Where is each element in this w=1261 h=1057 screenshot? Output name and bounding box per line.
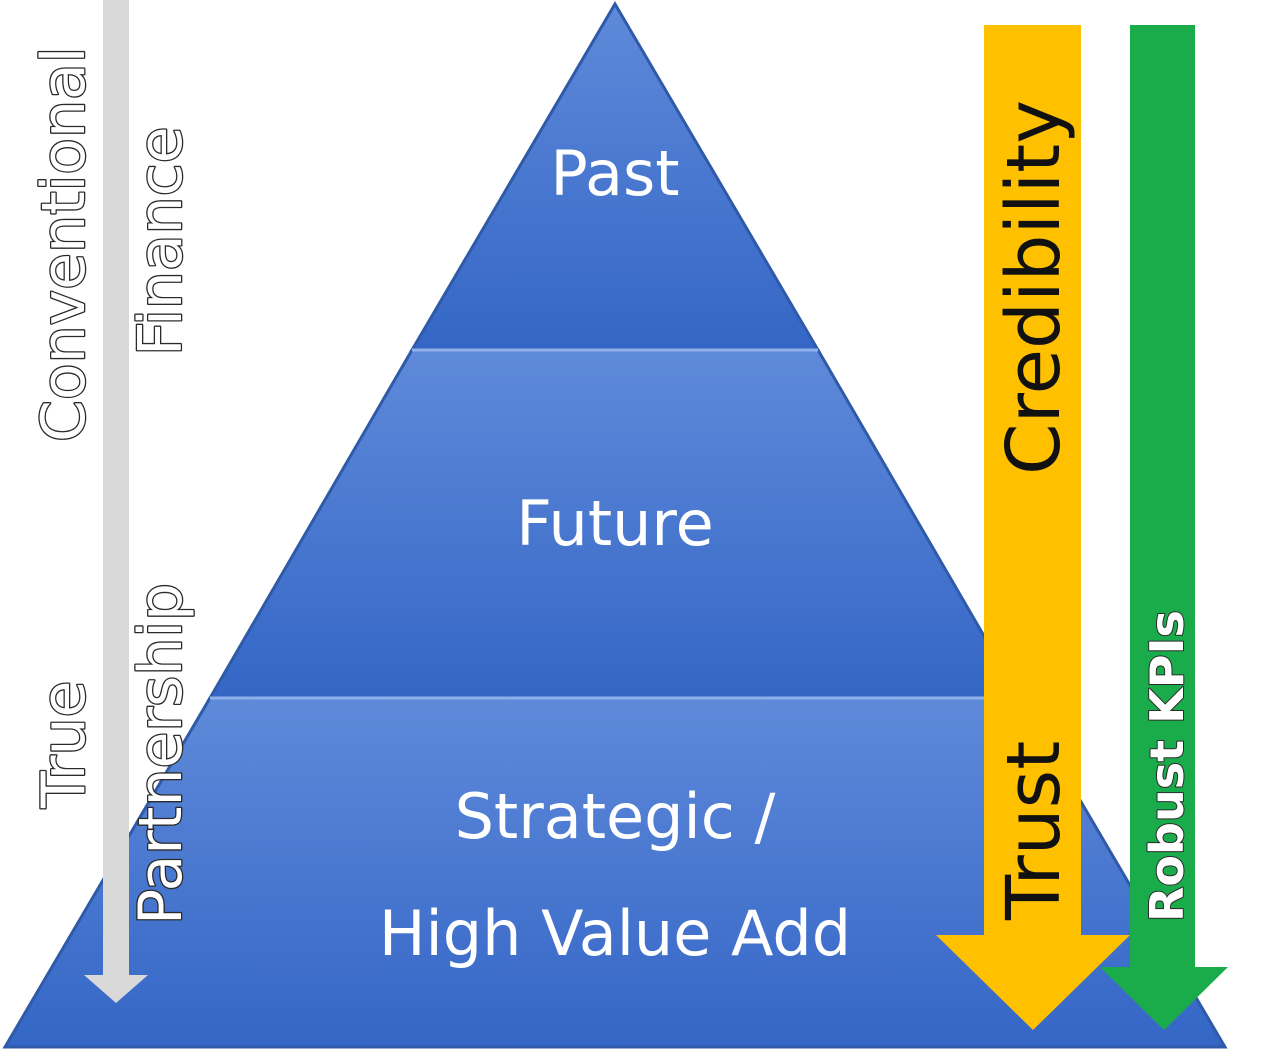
tier-label-past: Past [550,137,679,210]
label-true: True [29,681,99,809]
label-robust-kpis: Robust KPIs [1140,610,1194,922]
label-trust: Trust [991,741,1077,921]
pyramid [2,1,1228,1049]
label-credibility: Credibility [991,100,1077,475]
tier-label-future: Future [516,487,713,560]
tier-label-strategic: Strategic / [455,780,776,853]
label-finance: Finance [126,126,196,356]
tier-label-high-value-add: High Value Add [379,897,851,970]
label-partnership: Partnership [126,583,196,925]
left-arrow [84,0,148,1003]
kpi-arrow [1100,25,1228,1030]
label-conventional: Conventional [29,47,99,442]
trust-arrow [936,25,1130,1030]
